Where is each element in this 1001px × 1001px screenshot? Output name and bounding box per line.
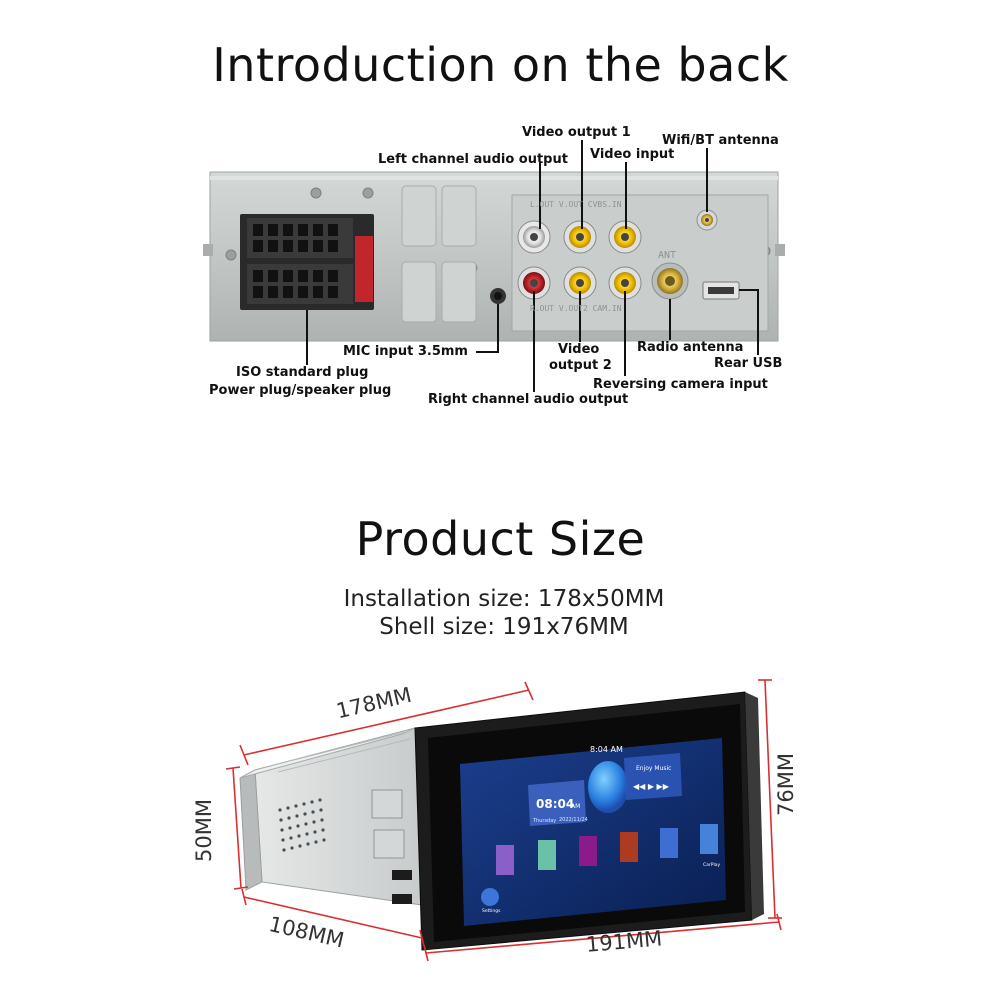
label-power-speaker-plug: Power plug/speaker plug — [209, 383, 392, 398]
back-section-title: Introduction on the back — [212, 38, 789, 92]
label-right-channel-audio: Right channel audio output — [428, 392, 629, 407]
dim-label-76mm: 76MM — [774, 753, 798, 816]
panel-print-top: L.OUT V.OUT CVBS.IN — [530, 200, 622, 209]
label-iso-standard-plug: ISO standard plug — [236, 365, 369, 380]
panel-print-bottom: R.OUT V.OUT2 CAM.IN — [530, 304, 622, 313]
screen-status-time: 8:04 AM — [590, 745, 623, 754]
screen-clock: 08:04 — [536, 797, 574, 811]
mic-jack — [490, 288, 506, 304]
wifi-antenna-jack — [696, 209, 718, 231]
label-wifi-bt-antenna: Wifi/BT antenna — [662, 133, 779, 148]
screen-date: 2022/11/24 — [559, 817, 588, 823]
label-video-output-2-line1: Video — [558, 342, 600, 357]
rca-jack-video-output-1 — [563, 220, 597, 254]
installation-size: Installation size: 178x50MM — [343, 586, 665, 612]
back-panel-illustration — [203, 140, 785, 392]
dimension-lines — [225, 679, 782, 962]
screen-settings-label: Settings — [482, 908, 501, 914]
label-left-channel-audio: Left channel audio output — [378, 152, 568, 167]
rca-jack-right-audio — [517, 266, 551, 300]
dim-label-50mm: 50MM — [192, 799, 216, 862]
screen-day: Thursday — [532, 818, 556, 824]
svg-text:◀◀ ▶ ▶▶: ◀◀ ▶ ▶▶ — [633, 782, 670, 791]
panel-print-ant: ANT — [658, 250, 677, 261]
rca-jack-reversing-camera — [608, 266, 642, 300]
label-video-input: Video input — [590, 147, 675, 162]
label-rear-usb: Rear USB — [714, 356, 783, 371]
rca-jack-video-output-2 — [563, 266, 597, 300]
rca-jack-video-input — [608, 220, 642, 254]
label-video-output-2-line2: output 2 — [549, 358, 612, 373]
size-section-title: Product Size — [355, 512, 646, 566]
label-video-output-1: Video output 1 — [522, 125, 631, 140]
label-radio-antenna: Radio antenna — [637, 340, 744, 355]
leader-lines — [306, 140, 759, 392]
screen-clock-suffix: AM — [571, 803, 580, 810]
shell-size: Shell size: 191x76MM — [379, 614, 629, 640]
screen-music-label: Enjoy Music — [636, 765, 671, 772]
label-mic-input: MIC input 3.5mm — [343, 344, 468, 359]
radio-antenna-jack — [651, 262, 689, 300]
usb-port — [702, 281, 740, 300]
product-size-illustration: 8:04 AM 08:04 AM Thursday 2022/11/24 Enj… — [225, 679, 782, 962]
rca-jack-left-audio — [517, 220, 551, 254]
back-panel-body — [203, 171, 785, 342]
screen-display: 8:04 AM 08:04 AM Thursday 2022/11/24 Enj… — [460, 738, 726, 926]
label-reversing-camera-input: Reversing camera input — [593, 377, 768, 392]
iso-connector — [240, 214, 374, 310]
screen-carplay-label: CarPlay — [703, 862, 720, 868]
unit-chassis — [239, 727, 423, 906]
